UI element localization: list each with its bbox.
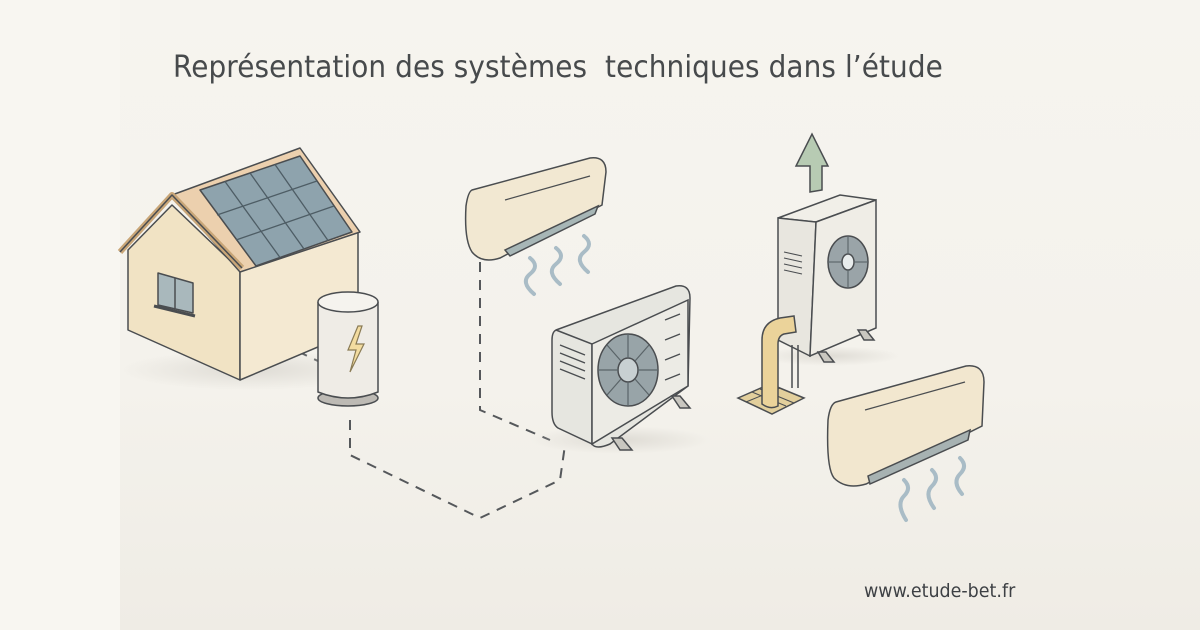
airflow-icon [898,456,966,522]
airflow-icon [523,234,591,296]
window-icon [153,272,196,318]
solar-panel-icon [199,155,353,267]
outdoor-heat-pump [530,285,710,454]
battery-storage [317,291,379,407]
wall-ac-unit-bottom [826,365,985,522]
footer-url[interactable]: www.etude-bet.fr [864,580,1016,602]
floor-pipe [736,315,806,415]
vertical-heat-pump [760,194,900,388]
fan-icon [827,235,869,289]
fan-icon [597,333,659,407]
lightning-bolt-icon [347,325,365,373]
wall-ac-unit-top [464,157,607,296]
page-title: Représentation des systèmes techniques d… [173,50,943,85]
house-icon [117,147,380,390]
up-arrow-icon [794,132,830,193]
